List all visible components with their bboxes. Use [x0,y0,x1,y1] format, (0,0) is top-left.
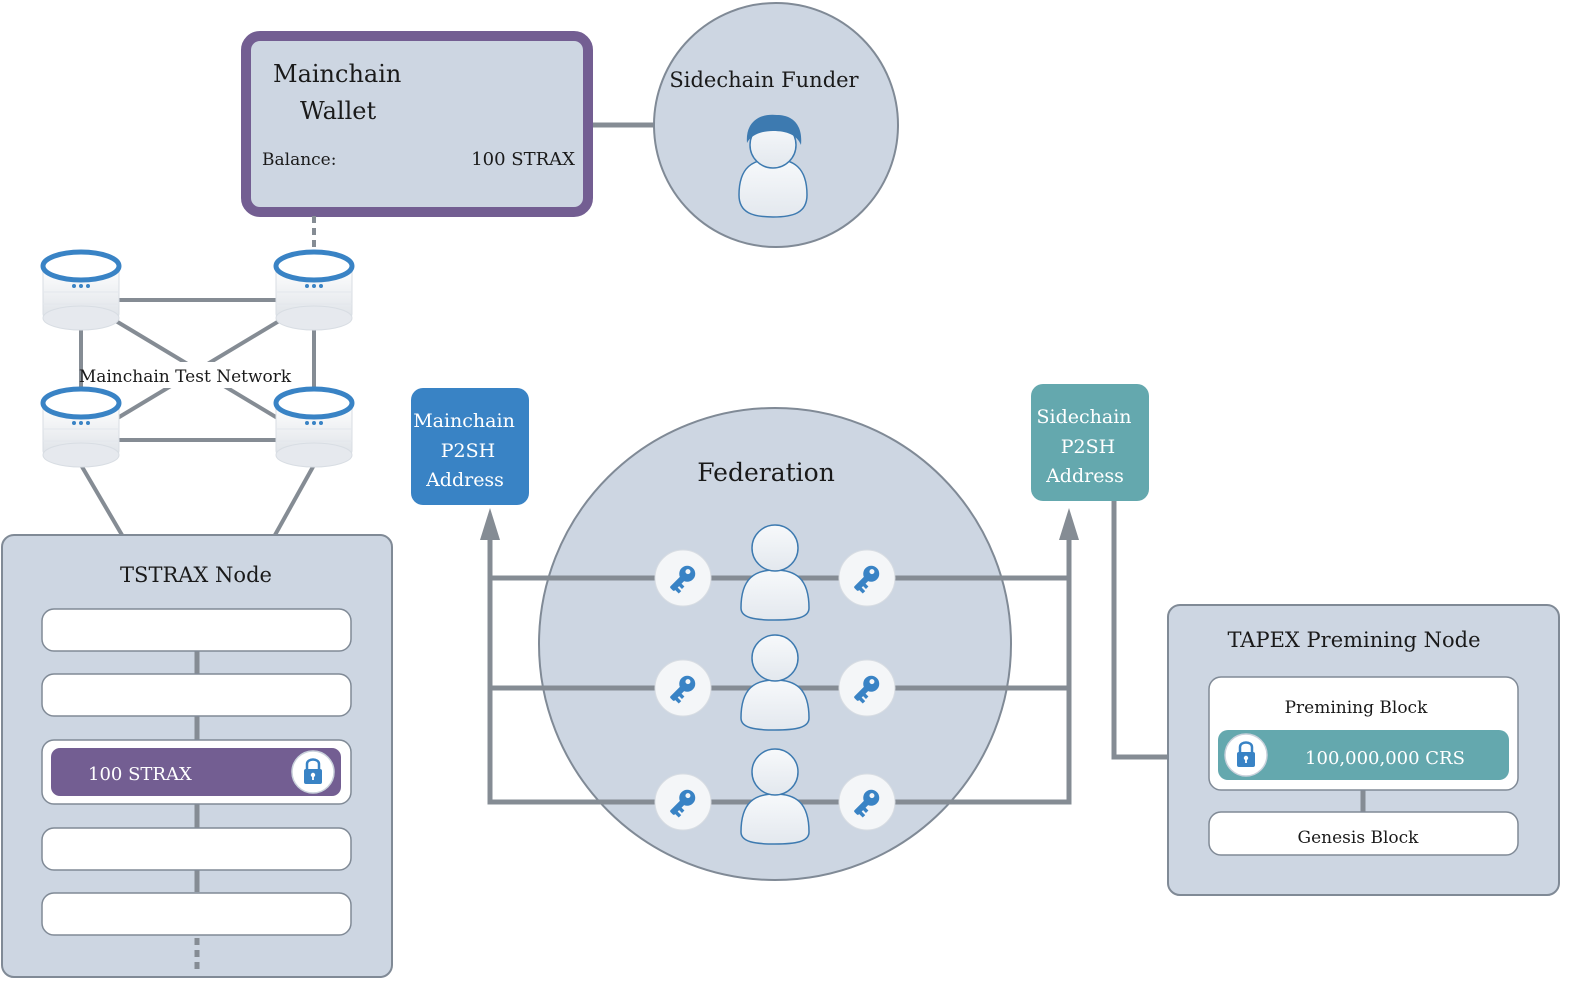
node-database-icon [276,389,352,467]
premine-amount: 100,000,000 CRS [1305,748,1465,769]
funder-label: Sidechain Funder [669,68,859,92]
sidechain-p2sh-line1: Sidechain [1036,406,1131,428]
mainchain-p2sh-line3: Address [425,469,504,491]
sidechain-p2sh-line3: Address [1045,465,1124,487]
federation-title: Federation [697,458,835,487]
key-icon [654,659,712,717]
key-icon [654,549,712,607]
mainchain-p2sh-address: Mainchain P2SH Address [411,388,529,505]
genesis-block [1208,811,1519,856]
genesis-block-label: Genesis Block [1298,828,1420,848]
lock-icon [290,749,336,795]
wallet-balance-value: 100 STRAX [471,149,575,170]
key-icon [838,659,896,717]
chain-block [41,608,352,652]
funder-person-icon [738,114,808,218]
node-database-icon [276,252,352,330]
sidechain-p2sh-address: Sidechain P2SH Address [1031,384,1149,501]
tstrax-node-title: TSTRAX Node [120,563,272,587]
node-database-icon [43,389,119,467]
tapex-premining-node: TAPEX Premining Node Premining Block 100… [1167,604,1560,896]
lock-icon [1223,732,1269,778]
arrow-to-sidechain-p2sh [1059,508,1079,540]
key-icon [838,549,896,607]
mainchain-test-network: Mainchain Test Network [43,252,352,537]
premine-amount-bar [1218,730,1509,780]
arrow-to-premining-block [1111,501,1190,760]
locked-funds-amount: 100 STRAX [88,764,192,785]
wallet-title-line2: Wallet [300,97,376,125]
tapex-node-title: TAPEX Premining Node [1227,628,1480,652]
sidechain-funder: Sidechain Funder [653,2,899,248]
locked-funds-bar [51,748,341,796]
mainchain-p2sh-line2: P2SH [441,440,495,462]
key-icon [654,773,712,831]
chain-block [41,892,352,936]
premining-block-label: Premining Block [1285,698,1428,718]
tstrax-node: TSTRAX Node 100 STRAX [1,534,393,978]
wallet-box [241,31,593,217]
wallet-title-line1: Mainchain [273,60,401,88]
chain-block [41,673,352,717]
key-icon [838,773,896,831]
sidechain-p2sh-line2: P2SH [1061,436,1115,458]
chain-block [41,827,352,871]
network-label: Mainchain Test Network [79,367,292,387]
arrow-to-mainchain-p2sh [480,508,500,540]
mainchain-p2sh-line1: Mainchain [413,410,515,432]
wallet-balance-label: Balance: [262,150,336,170]
node-database-icon [43,252,119,330]
mainchain-wallet: Mainchain Wallet Balance: 100 STRAX [241,31,593,217]
